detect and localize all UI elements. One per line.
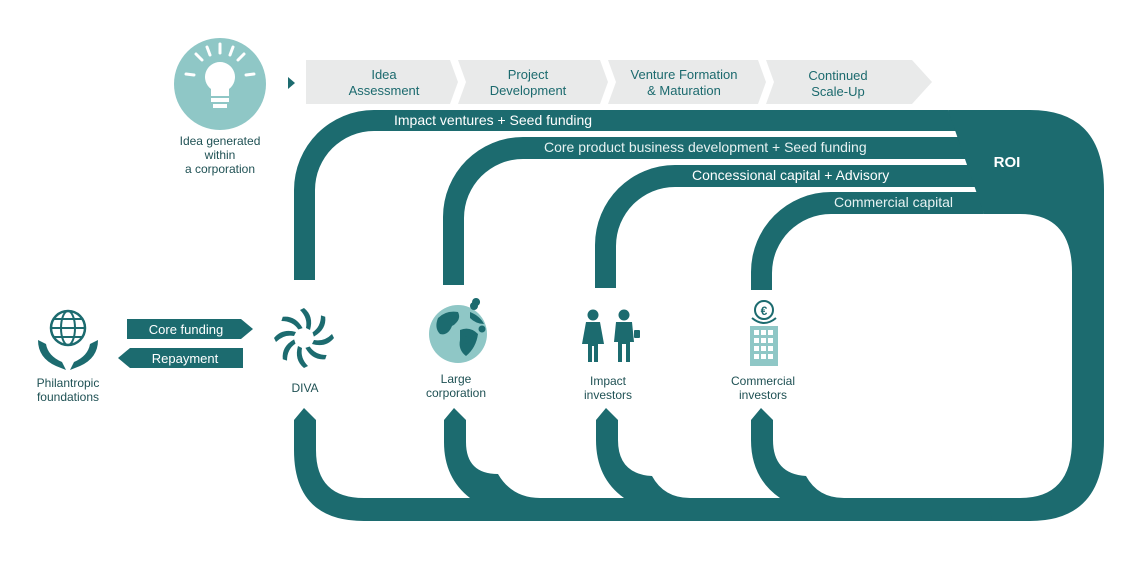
stage-2-line-1: Project (508, 67, 549, 82)
band-arch-3 (595, 165, 976, 288)
roi-loop (948, 110, 1104, 521)
node-label-corporation-line-1: Large (441, 372, 472, 386)
idea-label-line-2: within (204, 148, 236, 162)
roi-label: ROI (994, 154, 1021, 171)
return-band-1 (294, 408, 992, 521)
node-label-commercial-line-1: Commercial (731, 374, 795, 388)
stage-3-line-2: & Maturation (647, 83, 721, 98)
stage-2-line-2: Development (490, 83, 567, 98)
top-funding-bands (294, 110, 984, 290)
band-arch-1 (294, 110, 958, 280)
return-band-3 (596, 408, 690, 498)
repayment-arrow (118, 348, 243, 368)
stage-chevron-1 (306, 60, 458, 104)
idea-label-line-3: a corporation (185, 162, 255, 176)
stage-4-line-2: Scale-Up (811, 84, 864, 99)
hands-globe-icon (38, 309, 98, 370)
philanthropic-label-line-1: Philantropic (37, 376, 100, 390)
stage-chevron-4 (766, 60, 932, 104)
band-label-3: Concessional capital + Advisory (692, 167, 889, 183)
diva-logo-icon (274, 308, 334, 368)
stage-chevron-2 (458, 60, 608, 104)
band-arch-4 (751, 192, 984, 290)
band-label-1: Impact ventures + Seed funding (394, 112, 592, 128)
core-funding-label: Core funding (149, 322, 223, 337)
stage-4-line-1: Continued (808, 68, 867, 83)
core-funding-arrow (127, 319, 253, 339)
return-band-4 (751, 408, 844, 498)
band-arch-2 (443, 137, 968, 285)
philanthropic-label-line-2: foundations (37, 390, 99, 404)
stage-chevrons (306, 60, 932, 104)
globe-pins-icon (429, 298, 487, 363)
stage-1-line-1: Idea (371, 67, 397, 82)
return-band-2 (444, 408, 540, 498)
svg-text:€: € (761, 304, 768, 318)
band-label-2: Core product business development + Seed… (544, 139, 867, 155)
repayment-label: Repayment (152, 351, 219, 366)
stage-arrow-marker (288, 77, 295, 89)
band-label-4: Commercial capital (834, 194, 953, 210)
lightbulb-icon (174, 38, 266, 130)
node-label-impact-line-1: Impact (590, 374, 627, 388)
node-label-commercial-line-2: investors (739, 388, 787, 402)
node-label-corporation-line-2: corporation (426, 386, 486, 400)
node-label-diva: DIVA (291, 381, 318, 395)
stage-chevron-3 (608, 60, 766, 104)
euro-building-icon: € (750, 300, 778, 366)
node-label-impact-line-2: investors (584, 388, 632, 402)
bottom-return-bands (294, 408, 992, 521)
people-icon (582, 309, 640, 362)
stage-1-line-2: Assessment (349, 83, 420, 98)
stage-3-line-1: Venture Formation (631, 67, 738, 82)
idea-label-line-1: Idea generated (180, 134, 261, 148)
